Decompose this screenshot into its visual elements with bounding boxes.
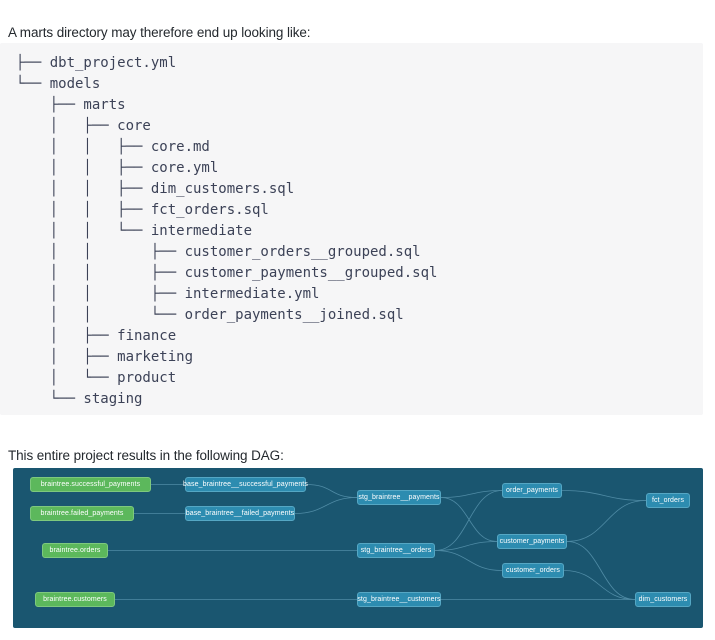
code-line: │ ├── marketing	[16, 349, 194, 365]
code-line: │ │ ├── intermediate.yml	[16, 286, 320, 302]
dag-node-stg_braintree_payments[interactable]: stg_braintree__payments	[357, 490, 441, 505]
dag-edge	[294, 497, 358, 514]
dag-node-customer_payments[interactable]: customer_payments	[497, 534, 567, 549]
code-line: │ │ ├── customer_payments__grouped.sql	[16, 265, 438, 281]
dag-edge	[434, 550, 503, 571]
dag-edge	[434, 541, 498, 551]
code-line: │ │ ├── core.yml	[16, 160, 219, 176]
code-line: │ │ ├── fct_orders.sql	[16, 202, 269, 218]
dag-intro-paragraph: This entire project results in the follo…	[8, 447, 284, 463]
code-line: │ │ └── order_payments__joined.sql	[16, 307, 404, 323]
code-line: └── models	[16, 76, 101, 92]
dag-edge-layer	[108, 484, 647, 600]
dag-node-customer_orders[interactable]: customer_orders	[502, 563, 564, 578]
dag-node-stg_braintree_customers[interactable]: stg_braintree__customers	[357, 592, 441, 607]
code-line: ├── marts	[16, 97, 126, 113]
dag-edge	[563, 570, 636, 600]
dag-edge	[434, 490, 503, 551]
dag-edge	[305, 484, 358, 498]
dag-node-braintree_successful_payments[interactable]: braintree.successful_payments	[30, 477, 151, 492]
dag-edge	[561, 490, 647, 501]
dag-node-stg_braintree_orders[interactable]: stg_braintree__orders	[357, 543, 435, 558]
code-line: ├── dbt_project.yml	[16, 55, 177, 71]
code-line: └── staging	[16, 391, 143, 407]
dag-node-braintree_orders[interactable]: braintree.orders	[42, 543, 108, 558]
intro-paragraph: A marts directory may therefore end up l…	[8, 24, 311, 40]
dag-node-fct_orders[interactable]: fct_orders	[646, 493, 690, 508]
code-line: │ ├── finance	[16, 328, 177, 344]
dag-node-base_braintree_successful_payments[interactable]: base_braintree__successful_payments	[183, 477, 308, 492]
code-line: │ └── product	[16, 370, 177, 386]
dag-node-braintree_failed_payments[interactable]: braintree.failed_payments	[30, 506, 134, 521]
code-line: │ │ ├── dim_customers.sql	[16, 181, 295, 197]
code-line: │ │ └── intermediate	[16, 223, 253, 239]
code-line: │ │ ├── customer_orders__grouped.sql	[16, 244, 421, 260]
dag-edge	[440, 490, 503, 498]
dag-edge	[566, 500, 647, 542]
directory-tree-code-block: ├── dbt_project.yml└── models ├── marts …	[0, 43, 703, 415]
dag-node-base_braintree_failed_payments[interactable]: base_braintree__failed_payments	[185, 506, 295, 521]
dag-edge	[566, 541, 636, 600]
dag-node-dim_customers[interactable]: dim_customers	[635, 592, 691, 607]
dag-diagram[interactable]: braintree.successful_payments braintree.f…	[13, 468, 703, 628]
dag-node-order_payments[interactable]: order_payments	[502, 483, 562, 498]
code-line: │ ├── core	[16, 118, 151, 134]
dag-node-braintree_customers[interactable]: braintree.customers	[35, 592, 115, 607]
code-lines: ├── dbt_project.yml└── models ├── marts …	[16, 53, 437, 410]
code-line: │ │ ├── core.md	[16, 139, 210, 155]
